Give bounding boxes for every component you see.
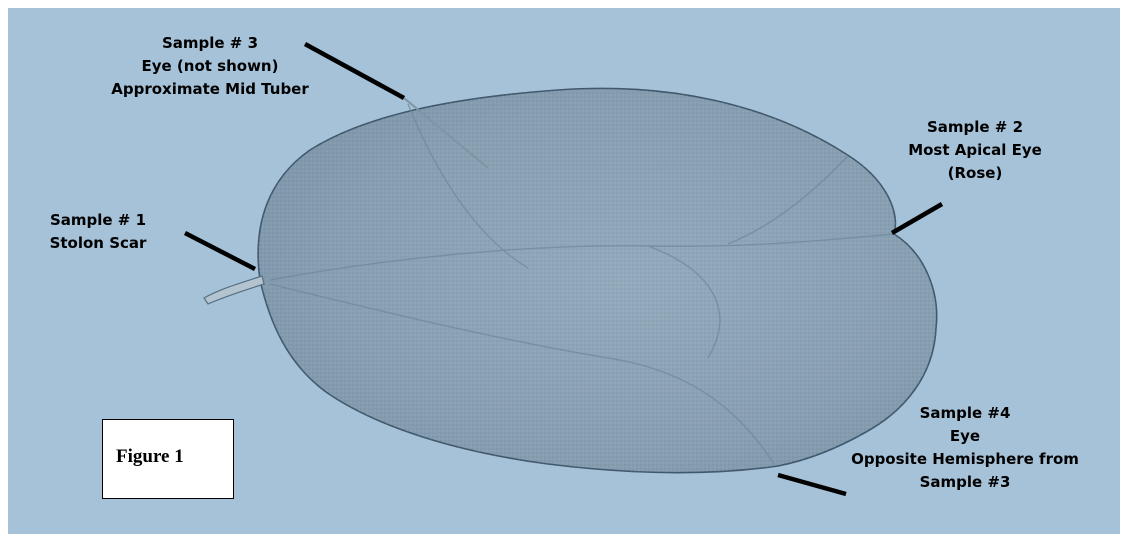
- leader-line-sample2: [892, 204, 942, 233]
- stolon: [204, 276, 264, 304]
- label-line: Eye (not shown): [98, 55, 322, 78]
- label-line: (Rose): [888, 162, 1062, 185]
- figure-caption-box: Figure 1: [102, 419, 234, 499]
- leader-line-sample1: [185, 233, 255, 269]
- label-line: Sample # 1: [40, 209, 156, 232]
- label-line: Sample #3: [850, 471, 1080, 494]
- label-sample-2: Sample # 2 Most Apical Eye (Rose): [888, 116, 1062, 185]
- figure-caption: Figure 1: [116, 446, 184, 468]
- label-line: Eye: [850, 425, 1080, 448]
- label-line: Stolon Scar: [40, 232, 156, 255]
- label-line: Sample # 3: [98, 32, 322, 55]
- label-sample-1: Sample # 1 Stolon Scar: [40, 209, 156, 255]
- label-line: Most Apical Eye: [888, 139, 1062, 162]
- tuber-texture: [258, 88, 937, 472]
- label-line: Sample #4: [850, 402, 1080, 425]
- label-line: Opposite Hemisphere from: [850, 448, 1080, 471]
- label-line: Approximate Mid Tuber: [98, 78, 322, 101]
- label-sample-4: Sample #4 Eye Opposite Hemisphere from S…: [850, 402, 1080, 494]
- leader-line-sample4: [778, 475, 846, 494]
- label-line: Sample # 2: [888, 116, 1062, 139]
- label-sample-3: Sample # 3 Eye (not shown) Approximate M…: [98, 32, 322, 101]
